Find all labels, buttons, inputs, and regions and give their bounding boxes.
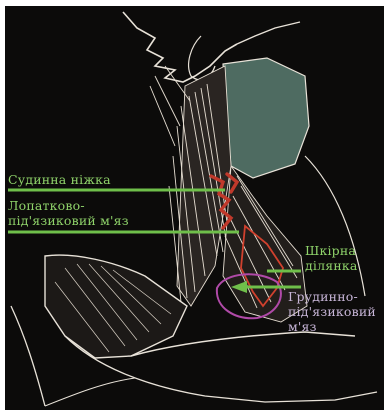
- thyroid-region: [223, 58, 309, 178]
- arm-outline-2: [45, 378, 135, 406]
- arm-outline: [11, 306, 45, 406]
- label-vascular-pedicle: Судинна ніжка: [8, 172, 111, 187]
- label-omohyoid-line2: під'язиковий м'яз: [8, 213, 129, 228]
- label-sternohyoid-line2: під'язиковий: [288, 304, 376, 319]
- label-skin-paddle-line2: ділянка: [305, 258, 358, 273]
- jaw-outline: [237, 22, 300, 44]
- back-outline: [305, 156, 365, 296]
- label-omohyoid-line1: Лопатково-: [8, 198, 85, 213]
- label-sternohyoid-line3: м'яз: [288, 319, 317, 334]
- label-sternohyoid-line1: Грудинно-: [288, 289, 358, 304]
- illustration-panel: Судинна ніжка Лопатково- під'язиковий м'…: [5, 6, 384, 410]
- label-skin-paddle-line1: Шкірна: [305, 243, 356, 258]
- neck-muscles: [150, 66, 231, 306]
- shoulder-outline: [45, 255, 187, 358]
